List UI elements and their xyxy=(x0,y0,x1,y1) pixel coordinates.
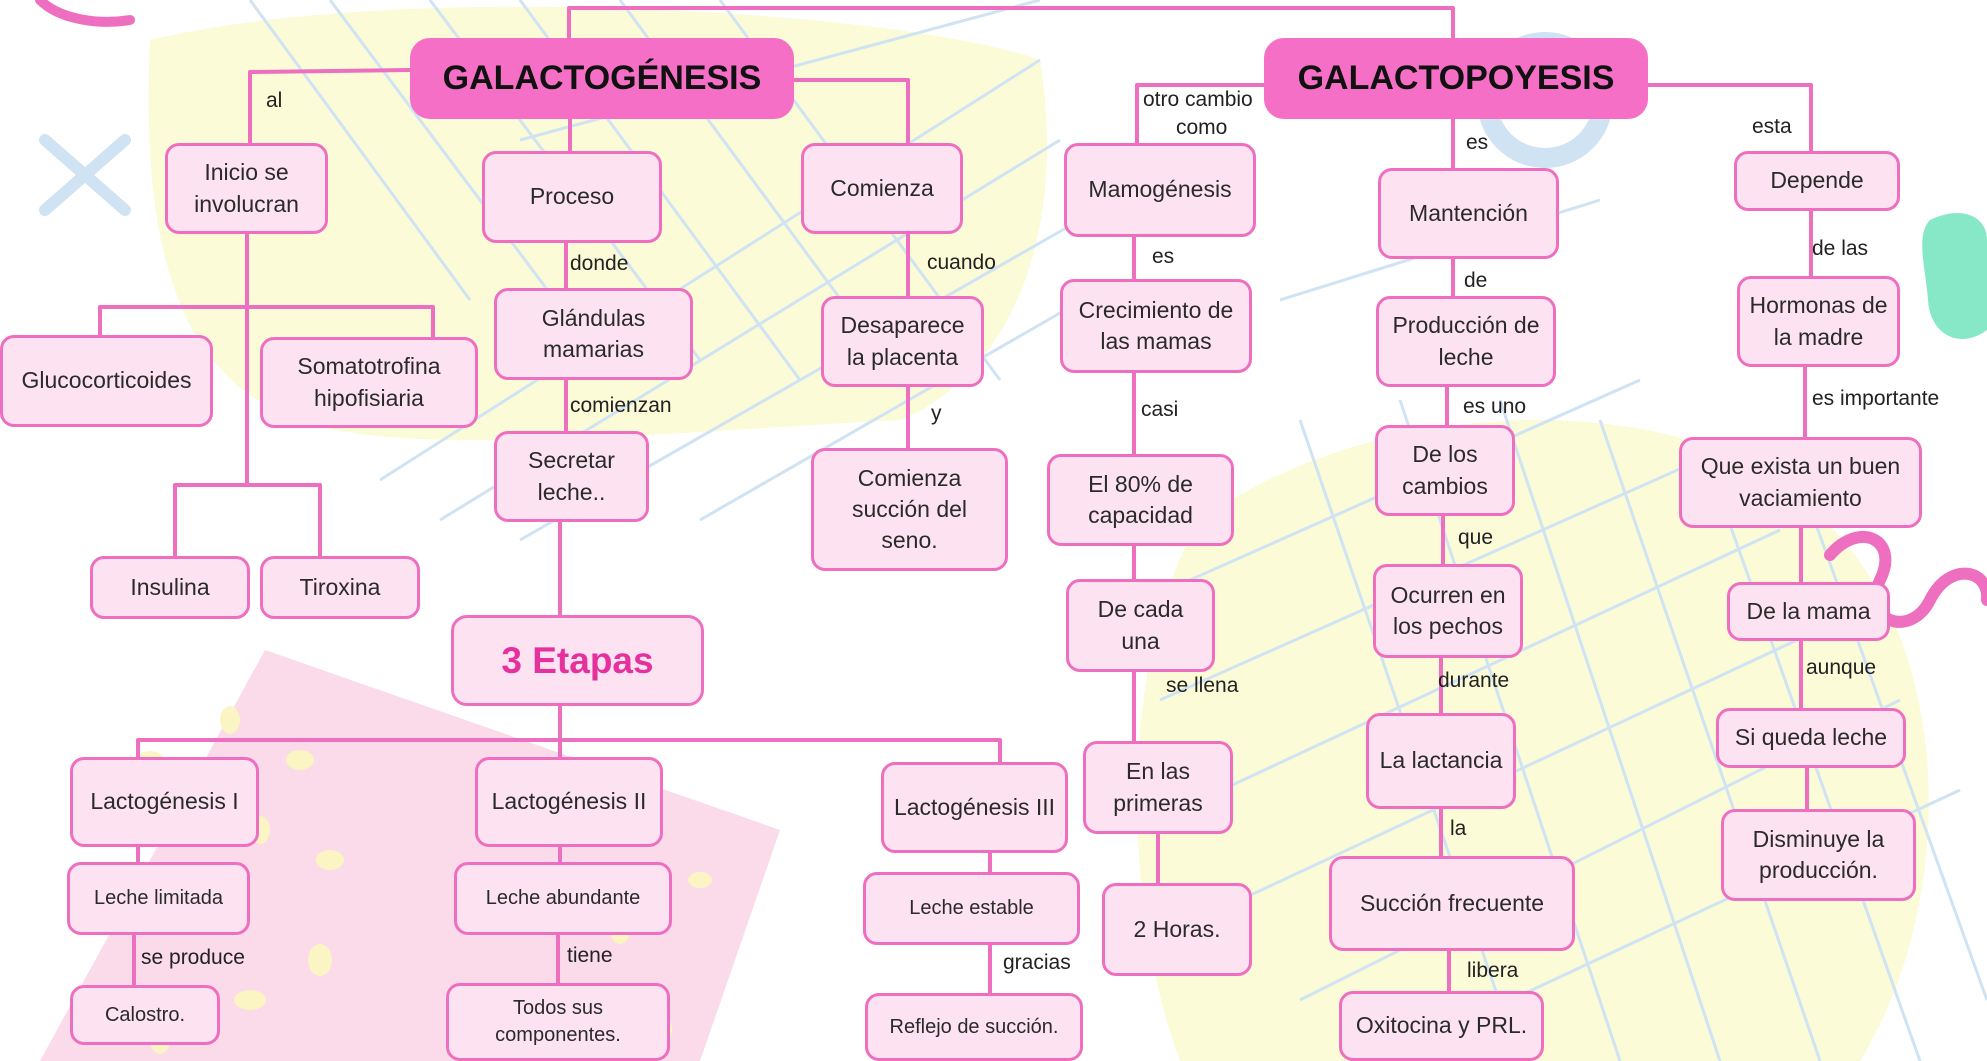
node-leche-limitada: Leche limitada xyxy=(67,862,250,935)
label-donde: donde xyxy=(570,252,629,275)
connector-line xyxy=(794,78,910,143)
node-si-queda-leche: Si queda leche xyxy=(1716,708,1906,768)
node-de-la-mama: De la mama xyxy=(1727,582,1890,641)
node-insulina: Insulina xyxy=(90,556,250,619)
node-inicio: Inicio se involucran xyxy=(165,143,328,234)
node-secretar: Secretar leche.. xyxy=(494,431,649,522)
node-comienza: Comienza xyxy=(801,143,963,234)
node-succion-frecuente: Succión frecuente xyxy=(1329,856,1575,951)
node-de-los-cambios: De los cambios xyxy=(1375,425,1515,516)
label-esta: esta xyxy=(1752,115,1792,138)
node-glandulas: Glándulas mamarias xyxy=(494,288,693,380)
label-se-produce: se produce xyxy=(141,946,245,969)
node-oxitocina: Oxitocina y PRL. xyxy=(1339,991,1544,1061)
label-y: y xyxy=(931,402,942,425)
connector-line xyxy=(248,68,411,143)
label-que: que xyxy=(1458,526,1494,549)
pink-square xyxy=(40,650,780,1061)
node-calostro: Calostro. xyxy=(70,985,220,1045)
label-es-importante: es importante xyxy=(1812,387,1940,410)
node-2-horas: 2 Horas. xyxy=(1102,883,1252,976)
label-es-galactopoyesis: es xyxy=(1466,131,1489,154)
node-que-exista: Que exista un buen vaciamiento xyxy=(1679,437,1922,528)
label-otro-cambio: otro cambio xyxy=(1143,88,1253,111)
node-la-lactancia: La lactancia xyxy=(1366,713,1516,809)
node-lactogenesis-2: Lactogénesis II xyxy=(475,757,663,847)
label-la: la xyxy=(1450,817,1467,840)
connector-line xyxy=(1135,83,1264,143)
connector-line xyxy=(1648,83,1813,151)
node-comienza-succion: Comienza succión del seno. xyxy=(811,448,1008,571)
node-80-capacidad: El 80% de capacidad xyxy=(1047,454,1234,546)
heading-galactopoyesis: GALACTOPOYESIS xyxy=(1264,38,1648,119)
node-en-las-primeras: En las primeras xyxy=(1083,741,1233,834)
label-tiene: tiene xyxy=(567,944,613,967)
label-cuando: cuando xyxy=(927,251,996,274)
connector-line xyxy=(98,305,435,337)
node-ocurren: Ocurren en los pechos xyxy=(1373,564,1523,658)
connector-line xyxy=(136,706,562,757)
node-mamogenesis: Mamogénesis xyxy=(1064,143,1256,237)
connector-line xyxy=(567,6,1455,38)
label-es-uno: es uno xyxy=(1463,395,1527,418)
label-durante: durante xyxy=(1438,669,1510,692)
node-tiroxina: Tiroxina xyxy=(260,556,420,619)
label-comienzan: comienzan xyxy=(570,394,672,417)
node-desaparece: Desaparece la placenta xyxy=(821,296,984,387)
label-de-las: de las xyxy=(1812,237,1869,260)
node-leche-abundante: Leche abundante xyxy=(454,862,672,935)
label-al: al xyxy=(266,89,283,112)
heading-galactogenesis: GALACTOGÉNESIS xyxy=(410,38,794,119)
node-lactogenesis-1: Lactogénesis I xyxy=(70,757,259,847)
label-de: de xyxy=(1464,269,1488,292)
node-mantencion: Mantención xyxy=(1378,168,1559,259)
node-3-etapas: 3 Etapas xyxy=(451,615,704,706)
label-libera: libera xyxy=(1467,959,1519,982)
label-se-llena: se llena xyxy=(1166,674,1239,697)
node-todos-componentes: Todos sus componentes. xyxy=(446,983,670,1061)
connector-line xyxy=(173,483,322,556)
label-aunque: aunque xyxy=(1806,656,1877,679)
node-depende: Depende xyxy=(1734,151,1900,211)
connector-line xyxy=(560,738,1002,762)
node-reflejo: Reflejo de succión. xyxy=(865,993,1083,1061)
node-proceso: Proceso xyxy=(482,151,662,243)
node-glucocorticoides: Glucocorticoides xyxy=(0,335,213,427)
node-somatotrofina: Somatotrofina hipofisiaria xyxy=(260,337,478,428)
label-es-mamogenesis: es xyxy=(1152,245,1175,268)
node-de-cada-una: De cada una xyxy=(1066,579,1215,672)
pink-squiggle-top xyxy=(35,0,135,27)
node-leche-estable: Leche estable xyxy=(863,872,1080,945)
node-crecimiento: Crecimiento de las mamas xyxy=(1060,279,1252,373)
blue-x-mark xyxy=(39,134,131,216)
label-como: como xyxy=(1176,116,1228,139)
mint-blob xyxy=(1922,212,1987,339)
label-casi: casi xyxy=(1141,398,1179,421)
node-lactogenesis-3: Lactogénesis III xyxy=(881,762,1068,853)
node-disminuye: Disminuye la producción. xyxy=(1721,809,1916,901)
node-produccion-leche: Producción de leche xyxy=(1376,296,1556,387)
label-gracias: gracias xyxy=(1003,951,1071,974)
node-hormonas: Hormonas de la madre xyxy=(1737,276,1900,367)
